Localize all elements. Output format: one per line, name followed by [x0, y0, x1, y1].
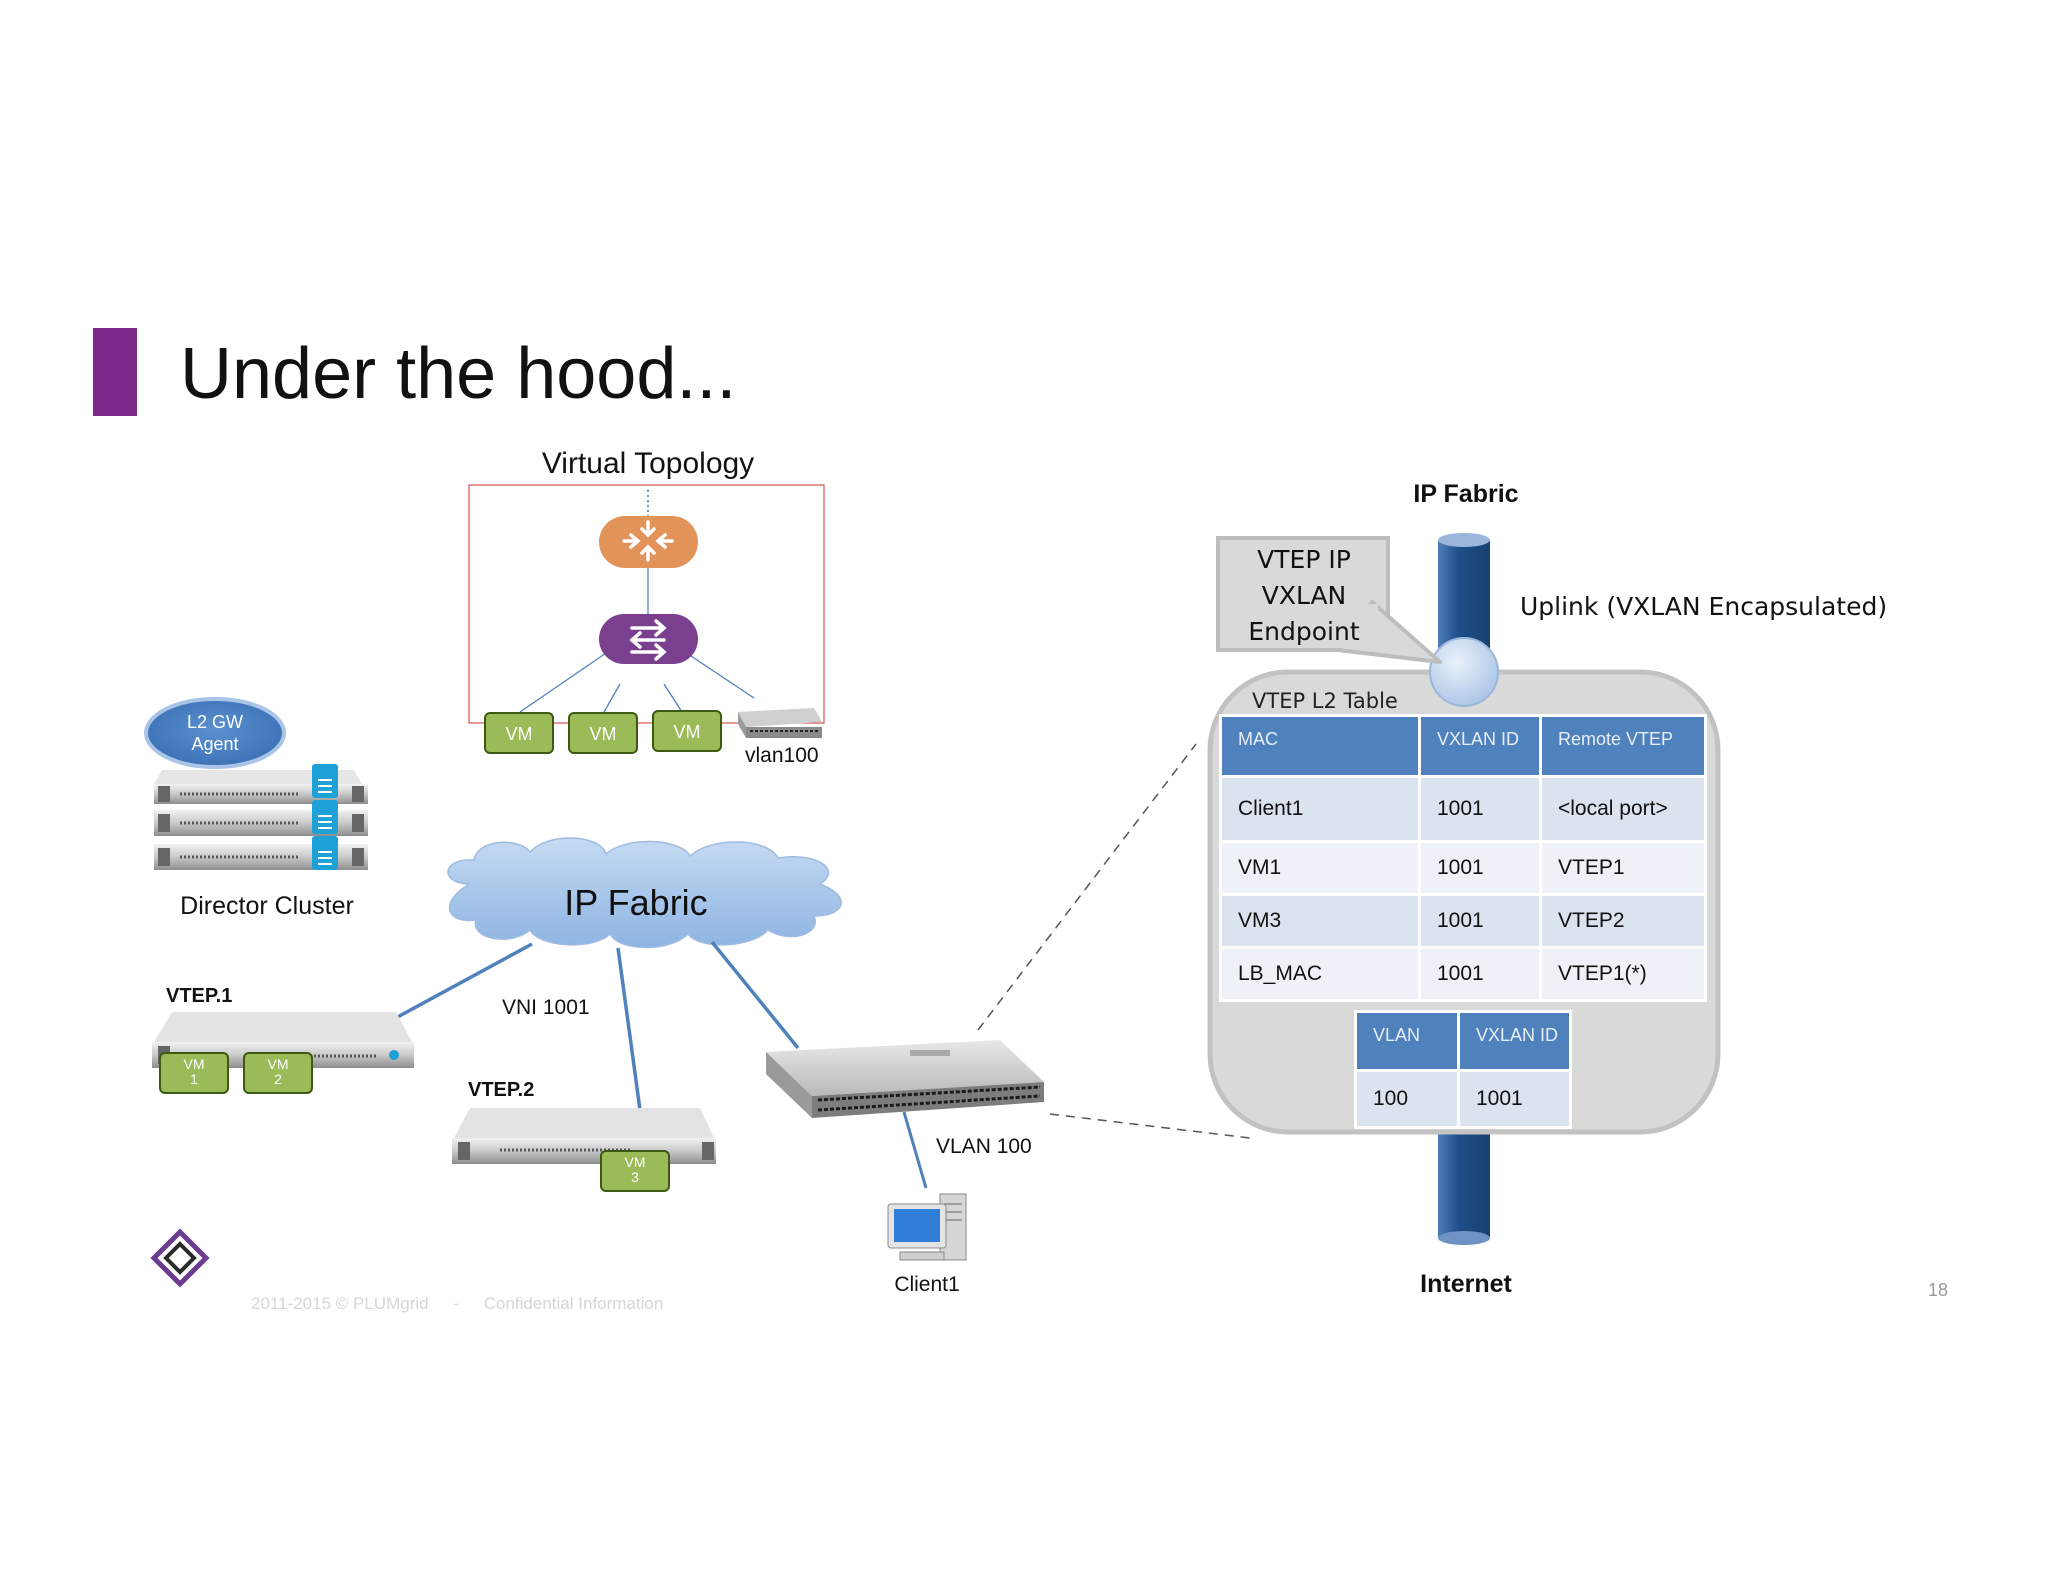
ip-fabric-top-label: IP Fabric — [1413, 480, 1518, 508]
ip-fabric-cloud-label: IP Fabric — [564, 882, 707, 923]
virtual-topology-frame — [468, 484, 825, 724]
vni-label: VNI 1001 — [502, 996, 590, 1019]
vlan-table-header-vlan: VLAN — [1357, 1013, 1457, 1069]
l2-cell-vxlan-id: 1001 — [1421, 896, 1539, 946]
page-number: 18 — [1928, 1280, 1948, 1300]
table-row: 100 1001 — [1357, 1072, 1569, 1126]
l2-cell-remote-vtep: VTEP2 — [1542, 896, 1704, 946]
cloud-switch-link — [710, 940, 800, 1050]
vtep1-vm2-index: 2 — [274, 1070, 282, 1087]
vtep2-vm3-chip: VM 3 — [600, 1150, 670, 1192]
client1-label: Client1 — [894, 1273, 959, 1296]
l2-table-header-vxlan-id: VXLAN ID — [1421, 717, 1539, 775]
vtep-endpoint-ball — [1429, 637, 1499, 707]
bridge-vm2-link — [603, 683, 621, 713]
zoom-dashed-line-lower — [1049, 1113, 1251, 1139]
l2-table-header-mac: MAC — [1222, 717, 1418, 775]
l2-cell-remote-vtep: VTEP1 — [1542, 843, 1704, 893]
l2-cell-mac: VM3 — [1222, 896, 1418, 946]
vtep2-label: VTEP.2 — [468, 1079, 534, 1101]
vlan-cell-vlan: 100 — [1357, 1072, 1457, 1126]
virtual-vm-chip-3: VM — [652, 710, 722, 752]
virtual-vm-chip-1: VM — [484, 712, 554, 754]
plumgrid-logo-icon — [150, 1228, 210, 1288]
cloud-vtep2-link — [616, 947, 642, 1111]
director-cluster-label: Director Cluster — [180, 892, 354, 920]
l2-cell-remote-vtep: VTEP1(*) — [1542, 949, 1704, 999]
footer-separator: - — [453, 1294, 459, 1313]
title-accent-bar — [93, 328, 137, 416]
vlan100-link-label: VLAN 100 — [936, 1135, 1032, 1158]
vtep1-vm1-index: 1 — [190, 1070, 198, 1087]
footer-confidential: Confidential Information — [483, 1294, 664, 1313]
internet-pipe-icon — [1438, 1132, 1490, 1245]
vtep1-vm2-label: VM — [267, 1056, 289, 1072]
virtual-vm-chip-1-label: VM — [505, 724, 533, 744]
l2-cell-vxlan-id: 1001 — [1421, 949, 1539, 999]
table-row: Client1 1001 <local port> — [1222, 778, 1704, 840]
virtual-topology-title: Virtual Topology — [542, 447, 754, 480]
vtep1-vm2-chip: VM 2 — [243, 1052, 313, 1094]
slide-title: Under the hood... — [180, 334, 736, 414]
l2-cell-mac: VM1 — [1222, 843, 1418, 893]
switch-client-link — [902, 1111, 928, 1189]
callout-line3: Endpoint — [1248, 617, 1359, 646]
ip-fabric-cloud-icon — [447, 837, 842, 949]
vlan100-switch-icon — [738, 708, 822, 738]
bridge-vm3-link — [663, 683, 683, 713]
l2-cell-mac: Client1 — [1222, 778, 1418, 840]
virtual-vm-chip-3-label: VM — [673, 722, 701, 742]
client-computer-icon — [887, 1193, 967, 1261]
vtep2-server-icon — [452, 1108, 716, 1164]
director-cluster-servers-icon — [154, 764, 368, 870]
virtual-router-icon — [599, 516, 698, 568]
vlan-table-header-vxlan-id: VXLAN ID — [1460, 1013, 1569, 1069]
table-row: LB_MAC 1001 VTEP1(*) — [1222, 949, 1704, 999]
l2-cell-mac: LB_MAC — [1222, 949, 1418, 999]
vtep-endpoint-callout — [1216, 536, 1442, 664]
l2gw-agent-badge — [144, 697, 286, 769]
vlan100-label: vlan100 — [745, 744, 819, 767]
table-row: VM1 1001 VTEP1 — [1222, 843, 1704, 893]
vtep2-vm3-index: 3 — [631, 1168, 639, 1185]
l2-cell-vxlan-id: 1001 — [1421, 843, 1539, 893]
l2-table-header-remote-vtep: Remote VTEP — [1542, 717, 1704, 775]
l2-cell-vxlan-id: 1001 — [1421, 778, 1539, 840]
vtep1-vm1-label: VM — [183, 1056, 205, 1072]
table-row: VM3 1001 VTEP2 — [1222, 896, 1704, 946]
footer: 2011-2015 © PLUMgrid - Confidential Info… — [251, 1294, 663, 1314]
tor-switch-icon — [766, 1040, 1044, 1118]
internet-label: Internet — [1420, 1270, 1512, 1298]
vtep-l2-table: MAC VXLAN ID Remote VTEP Client1 1001 <l… — [1219, 714, 1707, 1002]
l2gw-agent-label-line1: L2 GW — [187, 712, 243, 732]
vlan-cell-vxlan-id: 1001 — [1460, 1072, 1569, 1126]
uplink-label: Uplink (VXLAN Encapsulated) — [1520, 592, 1887, 621]
l2gw-agent-label-line2: Agent — [191, 734, 238, 754]
l2-cell-remote-vtep: <local port> — [1542, 778, 1704, 840]
callout-line1: VTEP IP — [1257, 545, 1351, 574]
footer-copyright: 2011-2015 © PLUMgrid — [251, 1294, 429, 1313]
vtep1-vm1-chip: VM 1 — [159, 1052, 229, 1094]
callout-line2: VXLAN — [1262, 581, 1347, 610]
vtep-l2-table-caption: VTEP L2 Table — [1252, 689, 1398, 713]
virtual-vm-chip-2: VM — [568, 712, 638, 754]
virtual-vm-chip-2-label: VM — [589, 724, 617, 744]
vtep1-label: VTEP.1 — [166, 985, 232, 1007]
virtual-bridge-icon — [599, 614, 698, 664]
vtep2-vm3-label: VM — [624, 1154, 646, 1170]
vlan-mapping-table: VLAN VXLAN ID 100 1001 — [1354, 1010, 1572, 1129]
zoom-dashed-line-upper — [977, 743, 1197, 1031]
